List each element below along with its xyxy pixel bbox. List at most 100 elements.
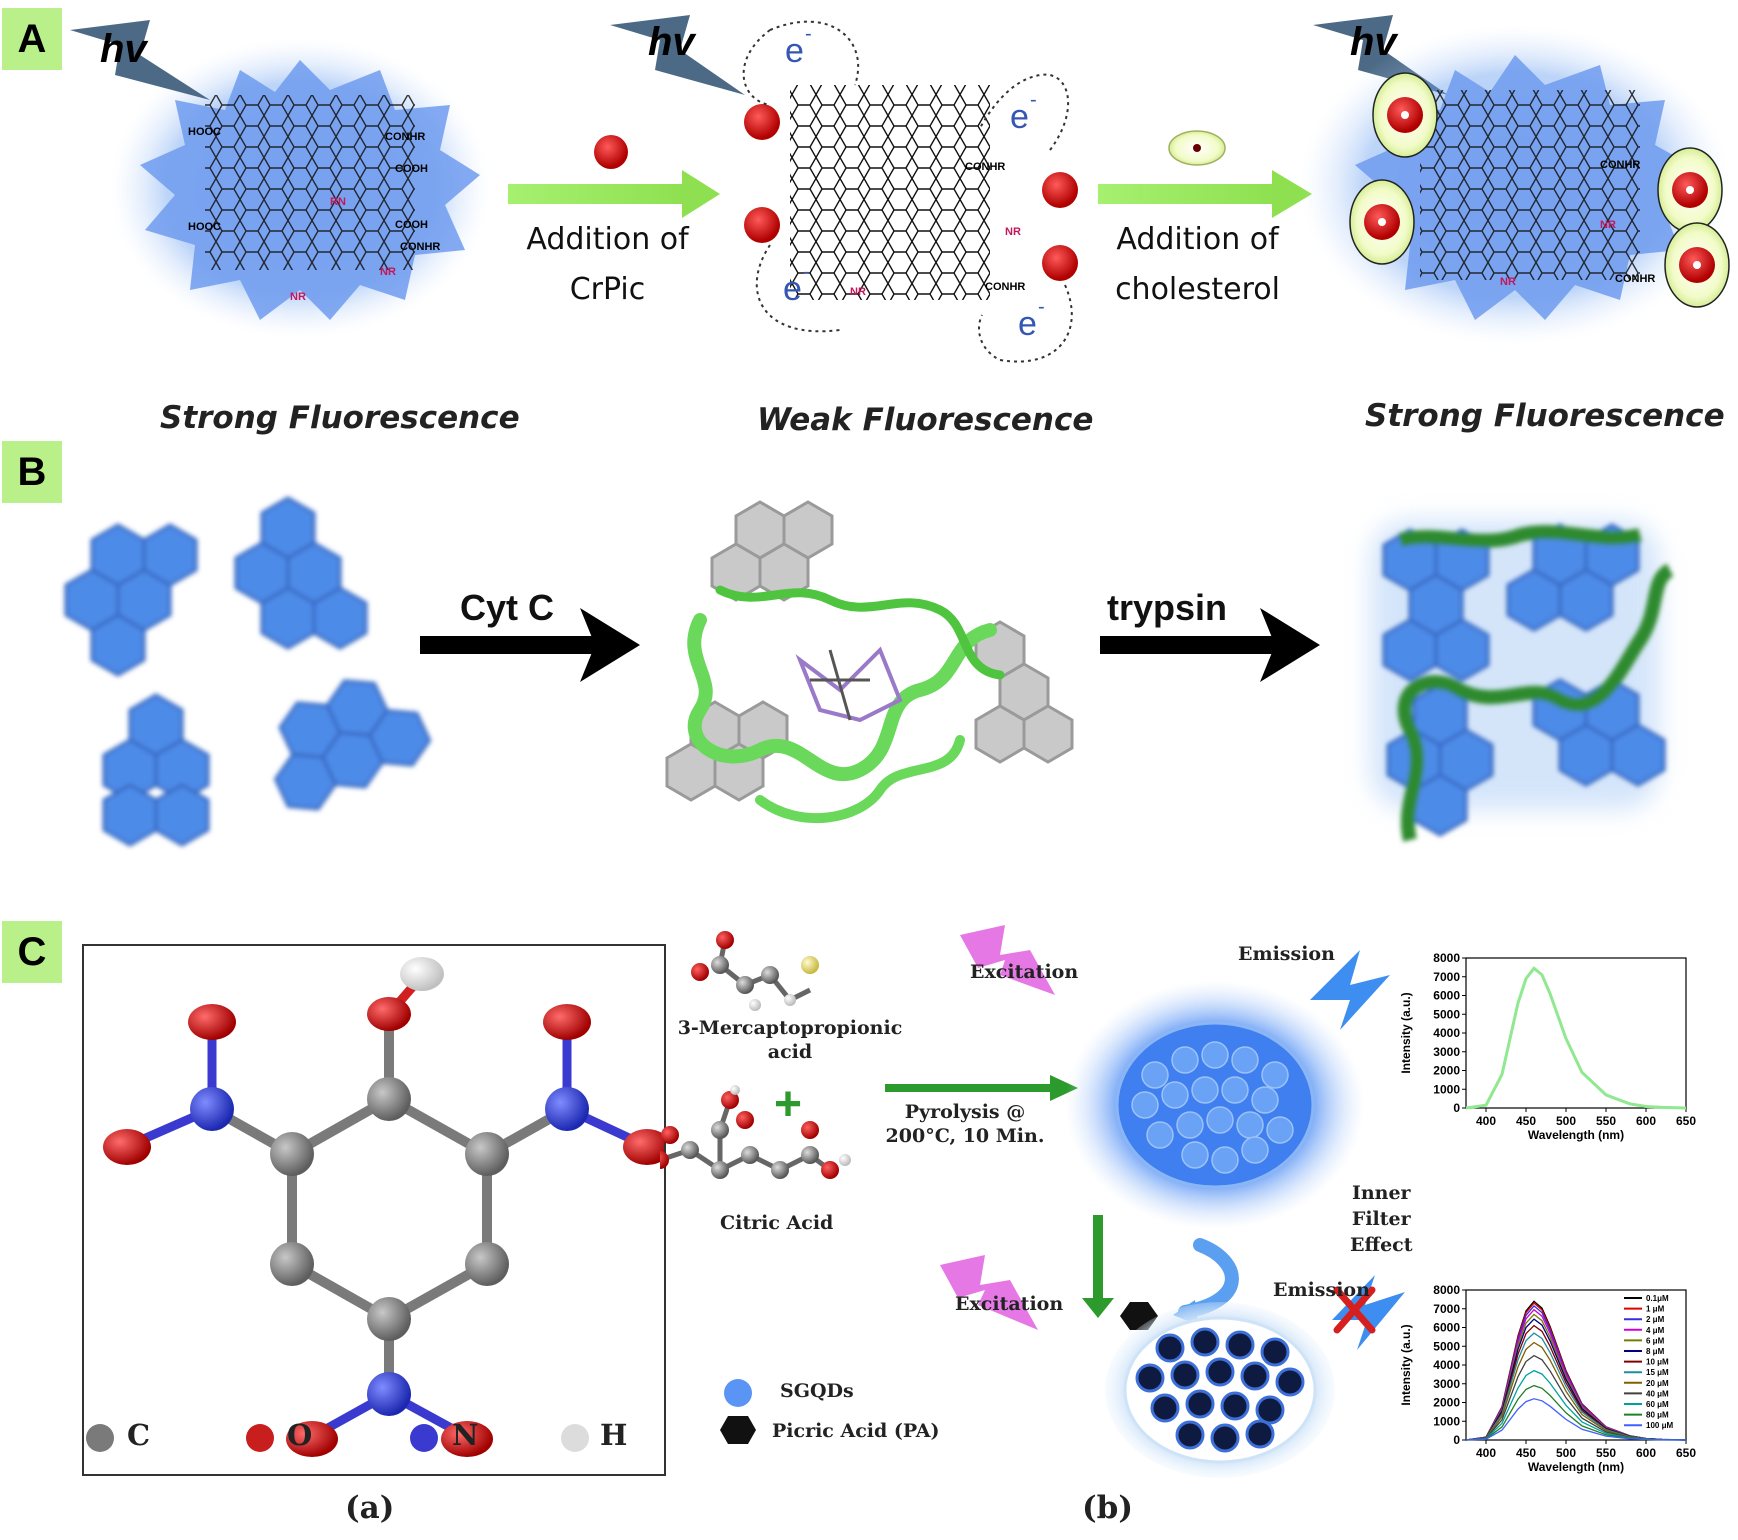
lightning-icon: [610, 15, 745, 95]
y-tick-label: 3000: [1433, 1045, 1460, 1059]
sgqd-dot: [1181, 1141, 1209, 1169]
legend-entry: 15 μM: [1646, 1368, 1669, 1377]
group-label: CONHR: [1600, 159, 1640, 171]
sgqd-dot: [1251, 1086, 1279, 1114]
sgqd-dot: [1201, 1041, 1229, 1069]
graphene-dot-strong-1: [110, 38, 490, 338]
y-tick-label: 7000: [1433, 970, 1460, 984]
y-tick-label: 2000: [1433, 1396, 1460, 1410]
x-tick-label: 550: [1596, 1114, 1616, 1128]
legend-sgqds-label: SGQDs: [780, 1380, 854, 1402]
cholesterol-icon: [1168, 130, 1226, 166]
emission-label-1: Emission: [1238, 943, 1335, 965]
legend-atom-o: [246, 1424, 274, 1452]
quenched-dot: [1185, 1389, 1215, 1419]
legend-entry: 80 μM: [1646, 1411, 1669, 1420]
legend-label-n: N: [452, 1418, 479, 1452]
quenched-dot: [1150, 1393, 1180, 1423]
group-label: NR: [290, 291, 306, 303]
lightning-icon: [70, 20, 210, 100]
graphene-dot-strong-2: [1300, 25, 1730, 345]
y-tick-label: 2000: [1433, 1064, 1460, 1078]
legend-label-c: C: [127, 1418, 151, 1452]
quenched-dot: [1190, 1327, 1220, 1357]
panel-label-b: B: [2, 441, 62, 503]
legend-sgqds-icon: [724, 1379, 752, 1407]
legend-atom-c: [86, 1424, 114, 1452]
group-label: NR: [1600, 219, 1616, 231]
x-tick-label: 600: [1636, 1114, 1656, 1128]
black-arrow: [420, 608, 640, 682]
x-axis-label: Wavelength (nm): [1528, 1460, 1624, 1474]
y-tick-label: 3000: [1433, 1377, 1460, 1391]
group-label: CONHR: [965, 161, 1005, 173]
legend-label-o: O: [287, 1418, 313, 1452]
quenched-dot: [1225, 1330, 1255, 1360]
electron-label: e: [785, 32, 804, 70]
legend-pa-icon: [720, 1416, 756, 1444]
sgqd-dot: [1221, 1076, 1249, 1104]
quenched-dot: [1220, 1391, 1250, 1421]
y-axis-label: Intensity (a.u.): [1399, 992, 1413, 1073]
emission-bolt-icon: [1310, 950, 1390, 1030]
quenched-dot: [1275, 1367, 1305, 1397]
sgqd-dot: [1191, 1076, 1219, 1104]
quenched-dot: [1205, 1357, 1235, 1387]
hv-label: hv: [100, 27, 149, 71]
sgqd-dot: [1236, 1111, 1264, 1139]
y-tick-label: 0: [1453, 1433, 1460, 1447]
quenched-dot: [1175, 1420, 1205, 1450]
sgqd-dot: [1211, 1146, 1239, 1174]
x-tick-label: 450: [1516, 1114, 1536, 1128]
group-label: CONHR: [400, 241, 440, 253]
panel-a-diagram: HOOC CONHR COOH HOOC COOH CONHR NR NR RN…: [70, 15, 1730, 363]
pyrolysis-line: Pyrolysis @: [904, 1101, 1026, 1123]
caption-strong-fluorescence-2: Strong Fluorescence: [1365, 398, 1725, 434]
group-label: NR: [850, 286, 866, 298]
hv-label: hv: [648, 20, 697, 64]
group-label: COOH: [395, 163, 428, 175]
green-down-arrow: [1082, 1215, 1114, 1318]
green-arrow: [1098, 170, 1312, 218]
y-tick-label: 6000: [1433, 1321, 1460, 1335]
black-arrow: [1100, 608, 1320, 682]
sgqd-emitting: [1065, 980, 1365, 1230]
x-tick-label: 650: [1676, 1446, 1696, 1460]
quenched-dot: [1255, 1395, 1285, 1425]
legend-entry: 10 μM: [1646, 1358, 1669, 1367]
legend-entry: 0.1μM: [1646, 1294, 1669, 1303]
electron-sup: -: [803, 261, 810, 283]
legend-atom-h: [561, 1424, 589, 1452]
crpic-ball: [594, 135, 628, 169]
step-label-crpic: Addition of CrPic: [520, 215, 695, 315]
x-tick-label: 450: [1516, 1446, 1536, 1460]
group-label: NR: [380, 266, 396, 278]
x-tick-label: 400: [1476, 1114, 1496, 1128]
citric-acid-molecule: [660, 1085, 851, 1179]
group-label: HOOC: [188, 126, 221, 138]
inner-filter-arrow: [1178, 1238, 1239, 1319]
step-line: Addition of: [526, 222, 689, 257]
reagent-mpa-label: 3-Mercaptopropionic acid: [670, 1016, 910, 1064]
group-label: CONHR: [1615, 273, 1655, 285]
x-tick-label: 400: [1476, 1446, 1496, 1460]
legend-entry: 2 μM: [1646, 1315, 1665, 1324]
legend-entry: 6 μM: [1646, 1336, 1665, 1345]
emission-bolt-icon-blocked: [1332, 1275, 1405, 1350]
sgqd-dot: [1171, 1046, 1199, 1074]
electron-sup: -: [1038, 296, 1045, 318]
y-tick-label: 1000: [1433, 1414, 1460, 1428]
sgqd-synthesis-scheme: +: [660, 925, 1405, 1478]
gqd-cluster-restored: [1370, 520, 1674, 842]
x-tick-label: 500: [1556, 1446, 1576, 1460]
series-line: [1465, 966, 1687, 1110]
y-tick-label: 4000: [1433, 1026, 1460, 1040]
panel-b-diagram: Cyt C trypsin: [64, 496, 1674, 847]
quenched-dot: [1135, 1363, 1165, 1393]
legend-entry: 60 μM: [1646, 1400, 1669, 1409]
electron-label: e: [1010, 98, 1029, 136]
sgqd-dot: [1141, 1061, 1169, 1089]
panel-label-a: A: [2, 8, 62, 70]
subfigure-label-a: (a): [345, 1490, 395, 1526]
